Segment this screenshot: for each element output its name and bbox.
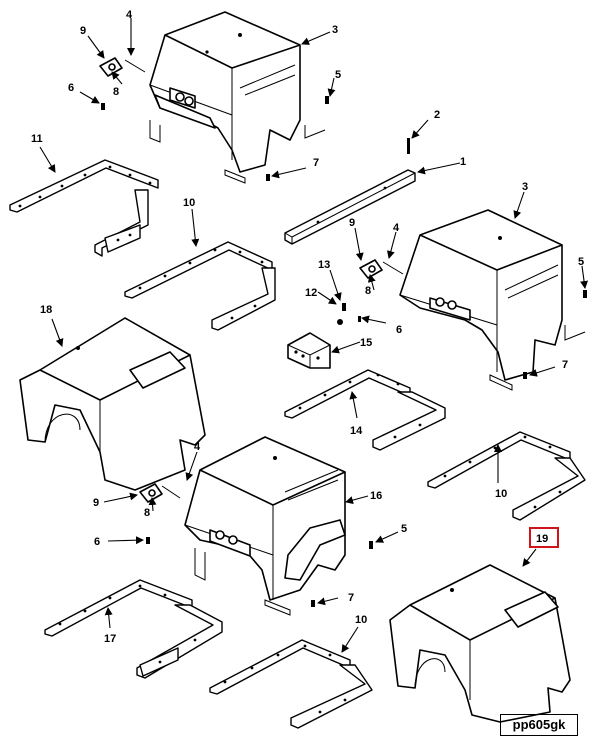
callout-17: 17 — [104, 633, 116, 645]
bracket-rail-10-upper — [124, 241, 276, 331]
cover-19 — [389, 564, 571, 723]
callout-3: 3 — [522, 181, 528, 193]
figure-code-label: pp605gk — [500, 714, 578, 736]
callout-4: 4 — [194, 441, 201, 453]
callout-labels: 1 2 3 3 4 4 4 5 5 5 6 6 6 7 7 7 8 8 8 9 … — [31, 9, 584, 645]
housing-top — [149, 11, 326, 184]
screws — [101, 96, 587, 607]
callout-3: 3 — [332, 24, 338, 36]
bracket-rail-17 — [44, 579, 223, 679]
callout-4: 4 — [393, 222, 400, 234]
bracket-rail-11 — [9, 159, 159, 257]
callout-7: 7 — [562, 359, 568, 371]
clamp-hardware-bottom — [139, 483, 181, 503]
callout-9: 9 — [93, 497, 99, 509]
callout-7: 7 — [348, 592, 354, 604]
callout-15: 15 — [360, 337, 372, 349]
callout-10: 10 — [183, 197, 195, 209]
callout-19: 19 — [536, 533, 548, 545]
callout-9: 9 — [349, 217, 355, 229]
callout-8: 8 — [144, 507, 150, 519]
callout-1: 1 — [460, 156, 466, 168]
callout-6: 6 — [68, 82, 74, 94]
callout-13: 13 — [318, 259, 330, 271]
clamp-hardware-top — [99, 57, 146, 77]
callout-11: 11 — [31, 133, 43, 145]
bracket-rail-10-right — [427, 431, 586, 521]
callout-18: 18 — [40, 304, 52, 316]
callout-4: 4 — [126, 9, 133, 21]
housing-right — [399, 209, 586, 391]
bracket-15 — [287, 332, 331, 369]
callout-5: 5 — [401, 523, 407, 535]
callout-2: 2 — [434, 109, 440, 121]
callout-7: 7 — [313, 157, 319, 169]
callout-8: 8 — [365, 285, 371, 297]
callout-9: 9 — [80, 25, 86, 37]
highlighted-callout-box: 19 — [529, 527, 559, 548]
clamp-hardware-right — [359, 259, 404, 279]
leader-lines — [39, 18, 589, 653]
callout-10: 10 — [495, 488, 507, 500]
long-bar — [284, 169, 416, 245]
housing-16 — [184, 436, 346, 616]
callout-5: 5 — [335, 69, 341, 81]
callout-8: 8 — [113, 86, 119, 98]
callout-10: 10 — [355, 614, 367, 626]
callout-6: 6 — [94, 536, 100, 548]
callout-5: 5 — [578, 256, 584, 268]
callout-14: 14 — [350, 425, 363, 437]
bracket-rail-14 — [284, 369, 446, 451]
callout-16: 16 — [370, 490, 382, 502]
callout-12: 12 — [305, 287, 317, 299]
callout-6: 6 — [396, 324, 402, 336]
bracket-rail-10-bottom — [209, 639, 373, 729]
cover-18 — [19, 317, 206, 491]
